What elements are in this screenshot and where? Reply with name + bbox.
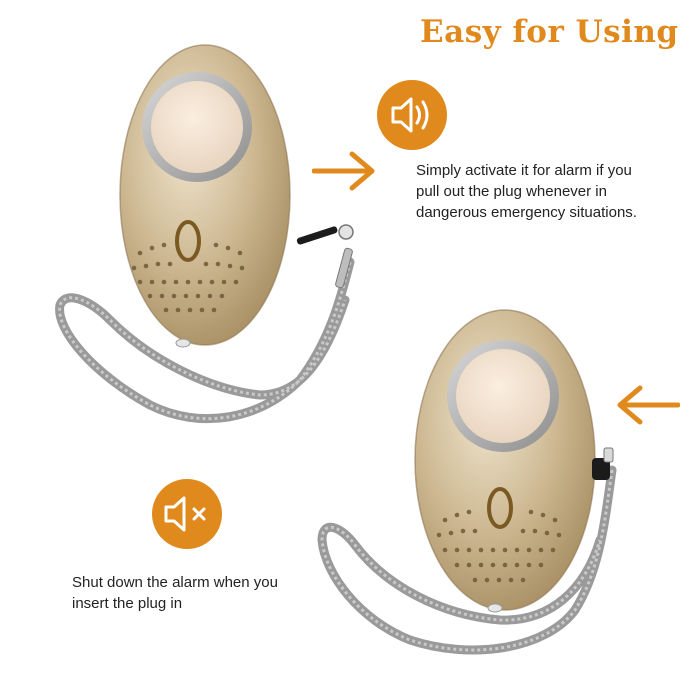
description-line: Simply activate it for alarm if you (416, 162, 632, 179)
description-line: pull out the plug whenever in (416, 183, 607, 200)
speaker-mute-icon (152, 479, 222, 549)
arrow-right-icon (312, 151, 375, 191)
page-title: Easy for Using (420, 14, 679, 50)
description-line: Shut down the alarm when you (72, 574, 278, 591)
description-line: insert the plug in (72, 595, 183, 612)
speaker-sound-icon (377, 80, 447, 150)
alarm-shutdown-description: Shut down the alarm when you insert the … (72, 572, 278, 614)
plug-inserted (592, 447, 614, 480)
alarm-activate-description: Simply activate it for alarm if you pull… (416, 160, 637, 223)
plug-pulled (296, 224, 354, 245)
arrow-left-icon (617, 385, 680, 425)
alarm-device-unplugged (55, 44, 355, 424)
description-line: dangerous emergency situations. (416, 204, 637, 221)
alarm-device-plugged (317, 309, 617, 655)
